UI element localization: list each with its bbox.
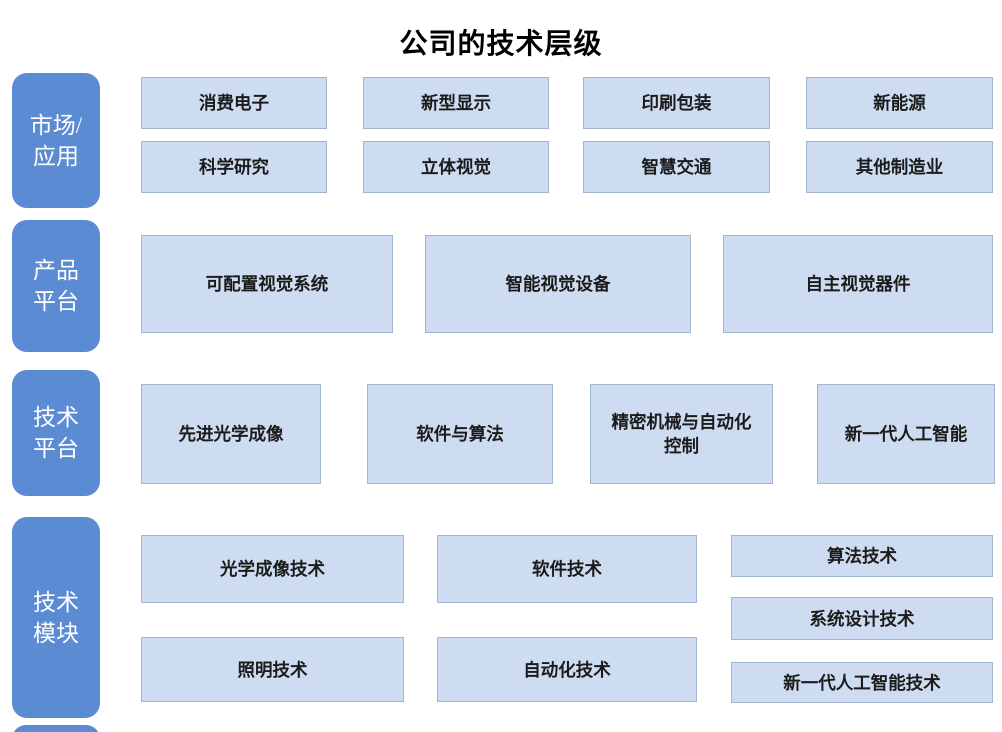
side-label-line: 产品 (33, 258, 79, 283)
side-label-line: 市场/ (29, 112, 83, 138)
box-new-display: 新型显示 (363, 77, 549, 129)
side-label-line: 技术 (33, 405, 79, 430)
box-scientific-research: 科学研究 (141, 141, 327, 193)
clipped-side-label-shape (12, 725, 100, 732)
side-label-market-application: 市场/ 应用 (12, 73, 100, 208)
side-label-line: 平台 (33, 436, 79, 461)
box-smart-transportation: 智慧交通 (583, 141, 770, 193)
box-printing-packaging: 印刷包装 (583, 77, 770, 129)
box-consumer-electronics: 消费电子 (141, 77, 327, 129)
box-advanced-optical-imaging: 先进光学成像 (141, 384, 321, 484)
side-label-line: 模块 (33, 620, 79, 646)
box-new-generation-ai: 新一代人工智能 (817, 384, 995, 484)
box-software-technology: 软件技术 (437, 535, 697, 603)
side-label-tech-module: 技术 模块 (12, 517, 100, 718)
box-intelligent-vision-equipment: 智能视觉设备 (425, 235, 691, 333)
box-system-design-technology: 系统设计技术 (731, 597, 993, 640)
box-algorithm-technology: 算法技术 (731, 535, 993, 577)
box-stereo-vision: 立体视觉 (363, 141, 549, 193)
box-lighting-technology: 照明技术 (141, 637, 404, 702)
box-other-manufacturing: 其他制造业 (806, 141, 993, 193)
side-label-tech-platform: 技术 平台 (12, 370, 100, 496)
box-precision-mechanics-automation-control: 精密机械与自动化 控制 (590, 384, 773, 484)
side-label-line: 技术 (33, 589, 79, 615)
box-optical-imaging-technology: 光学成像技术 (141, 535, 404, 603)
side-label-line: 应用 (33, 143, 79, 169)
box-autonomous-vision-components: 自主视觉器件 (723, 235, 993, 333)
box-new-generation-ai-technology: 新一代人工智能技术 (731, 662, 993, 703)
box-software-and-algorithms: 软件与算法 (367, 384, 553, 484)
side-label-line: 平台 (33, 289, 79, 314)
side-label-product-platform: 产品 平台 (12, 220, 100, 352)
box-configurable-vision-system: 可配置视觉系统 (141, 235, 393, 333)
box-automation-technology: 自动化技术 (437, 637, 697, 702)
box-new-energy: 新能源 (806, 77, 993, 129)
diagram-title: 公司的技术层级 (399, 29, 603, 60)
